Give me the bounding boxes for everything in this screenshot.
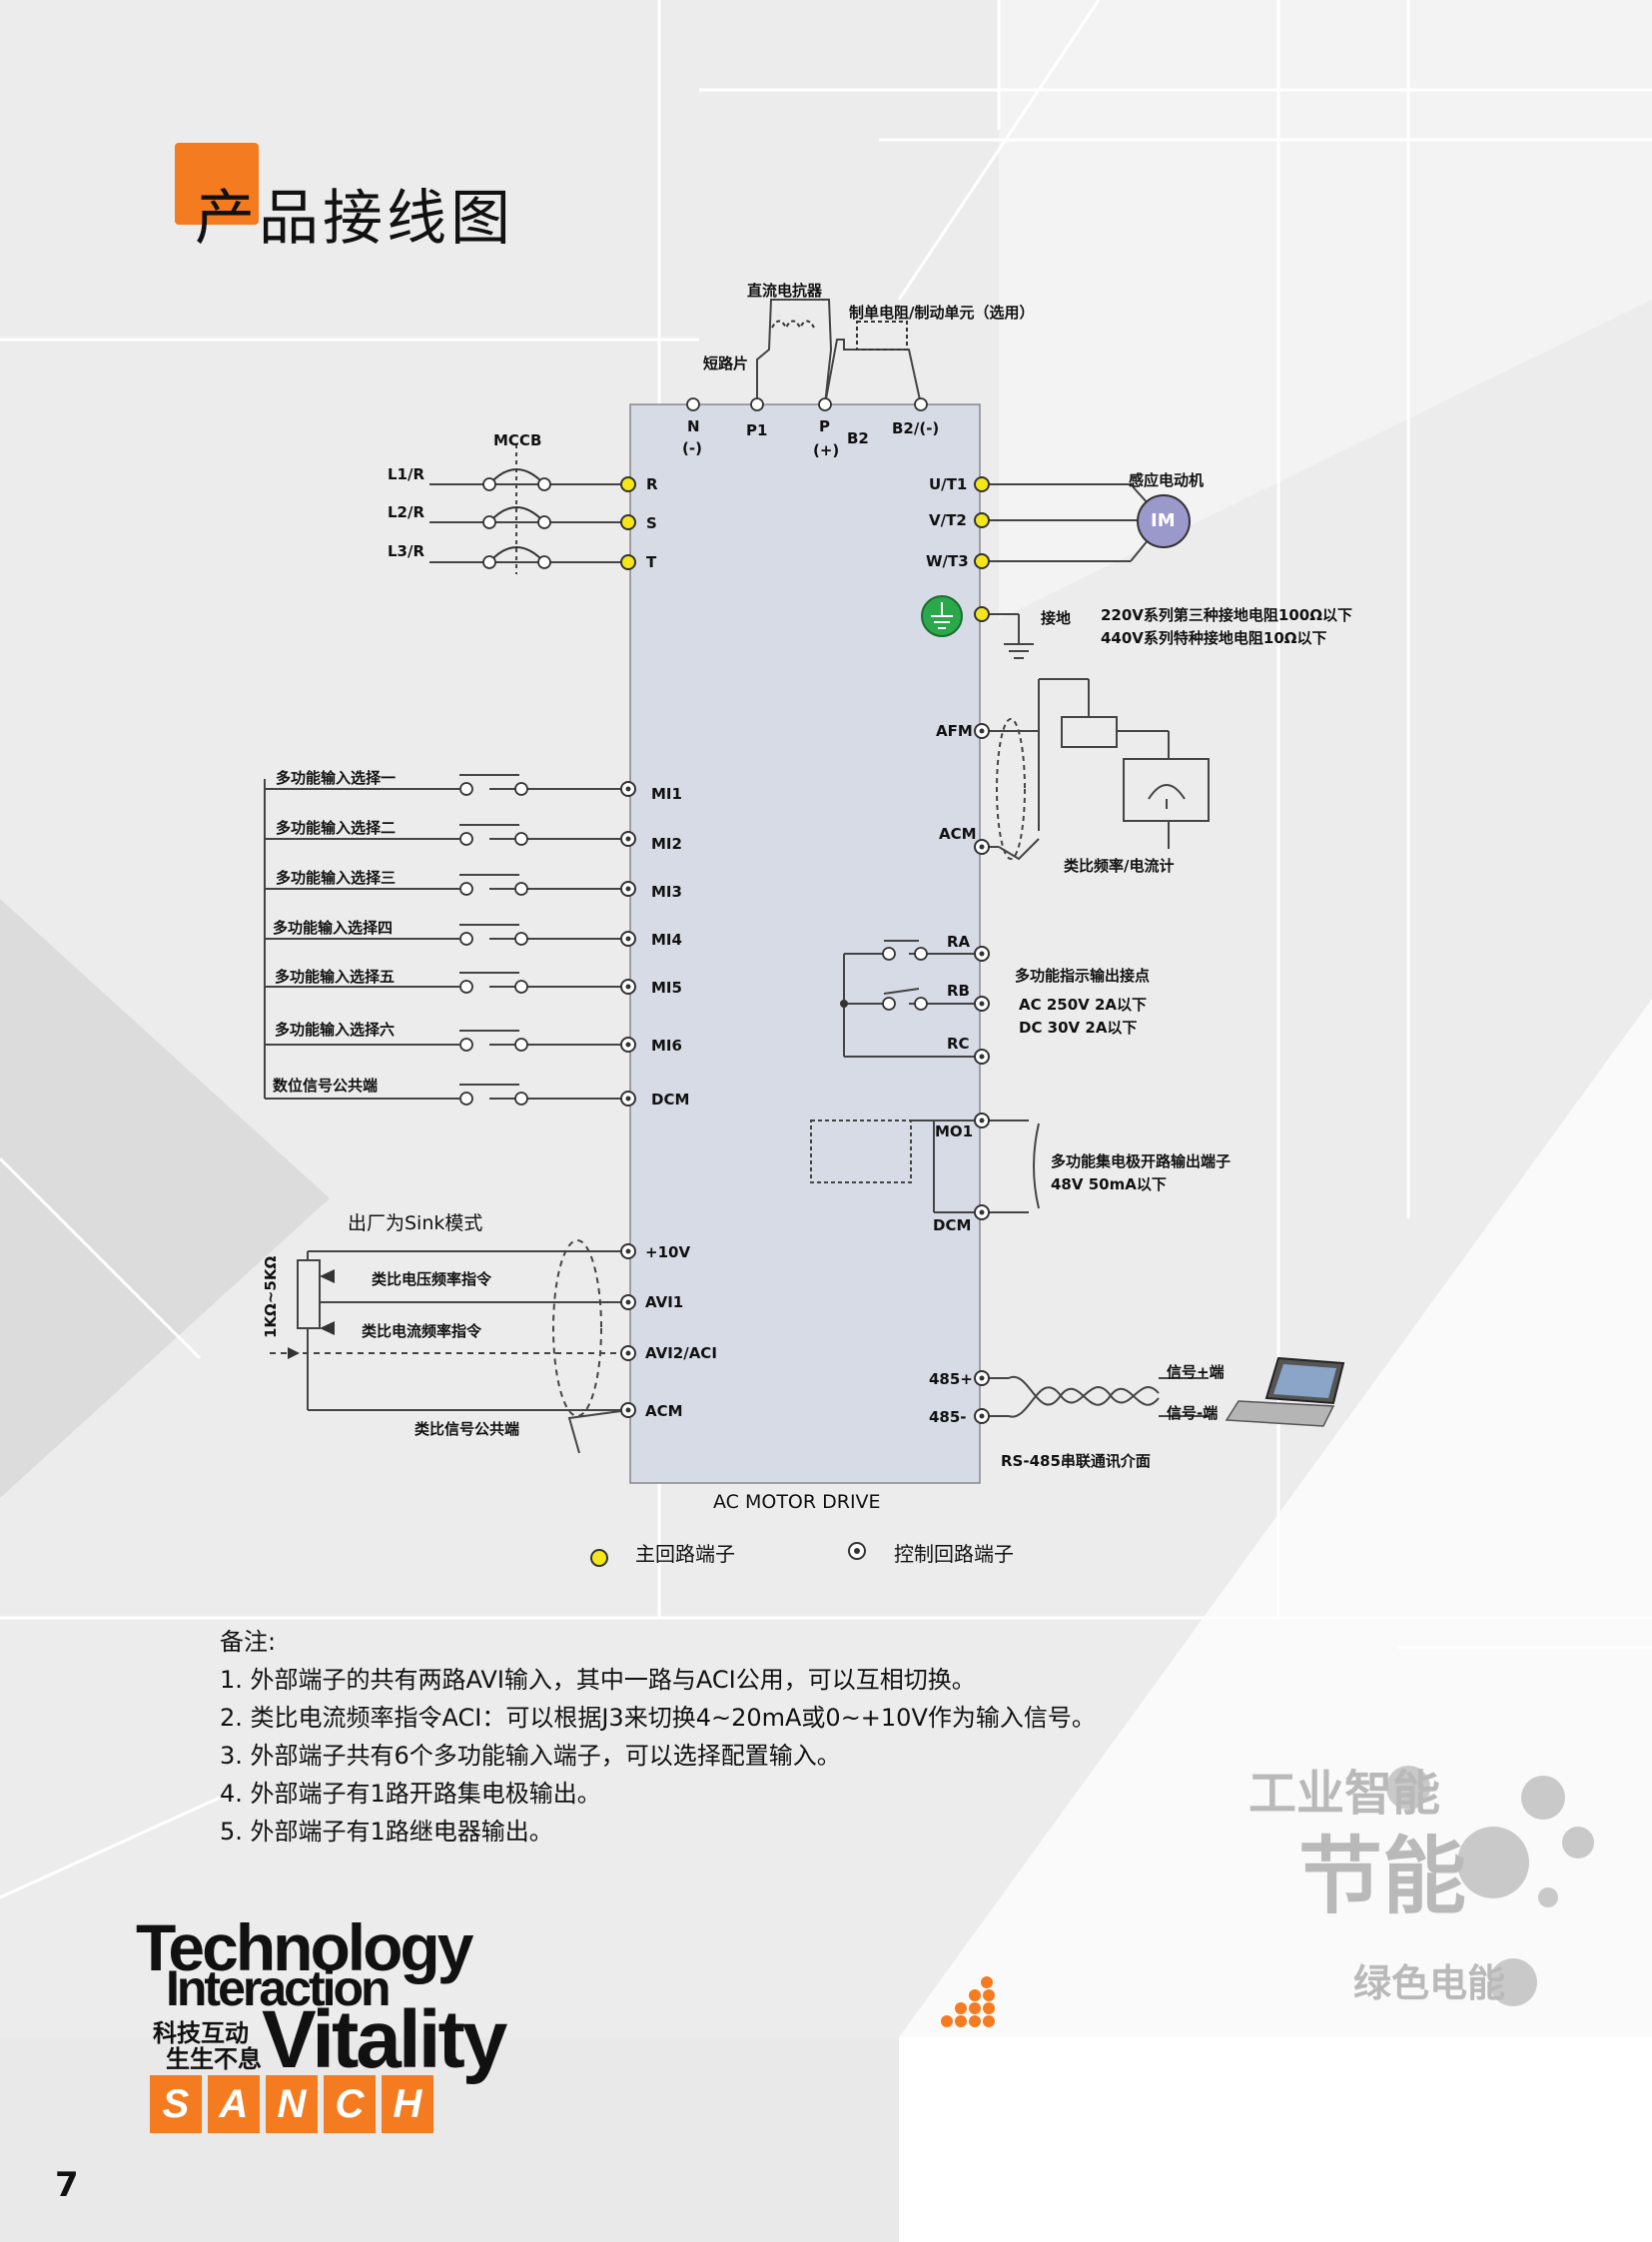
sink-mode-label: 出厂为Sink模式 (348, 1212, 483, 1234)
motor-symbol: IM (1151, 510, 1176, 531)
watermark-3: 绿色电能 (1353, 1961, 1506, 2005)
input-label-3: 多功能输入选择三 (276, 869, 397, 887)
terminal-t: T (646, 553, 657, 571)
terminal-mi3: MI3 (651, 883, 682, 901)
note-item-1: 1. 外部端子的共有两路AVI输入，其中一路与ACI公用，可以互相切换。 (220, 1666, 976, 1694)
aci-label: 类比电流频率指令 (362, 1322, 482, 1340)
terminal-rb: RB (947, 982, 970, 1000)
terminal-485-plus: 485+ (929, 1370, 973, 1388)
line-l1: L1/R (388, 465, 425, 483)
relay-spec-2: DC 30V 2A以下 (1019, 1019, 1138, 1037)
terminal-mi1: MI1 (651, 785, 682, 803)
pot-range-label: 1KΩ~5KΩ (262, 1255, 280, 1338)
relay-label: 多功能指示输出接点 (1015, 967, 1151, 985)
brand-letter: A (208, 2075, 260, 2133)
input-label-dcm: 数位信号公共端 (273, 1077, 379, 1095)
terminal-p: P (819, 417, 830, 435)
legend-control-label: 控制回路端子 (894, 1542, 1014, 1566)
brake-label: 制单电阻/制动单元（选用） (849, 304, 1035, 322)
input-label-6: 多功能输入选择六 (275, 1021, 396, 1039)
terminal-dcm-in: DCM (651, 1091, 690, 1109)
motor-label: 感应电动机 (1129, 471, 1205, 489)
terminal-afm: AFM (936, 722, 973, 740)
terminal-10v: +10V (645, 1243, 691, 1261)
jumper-label: 短路片 (703, 355, 749, 373)
terminal-avi1: AVI1 (645, 1293, 684, 1311)
avi-label: 类比电压频率指令 (372, 1270, 492, 1288)
terminal-p-plus: (+) (813, 441, 840, 459)
slogan-technology: Technology (136, 1910, 473, 1984)
slogan-vitality: Vitality (262, 1994, 507, 2085)
note-item-4: 4. 外部端子有1路开路集电极输出。 (220, 1780, 601, 1808)
page-title: 产品接线图 (195, 184, 514, 254)
terminal-v: V/T2 (929, 511, 967, 529)
terminal-mi4: MI4 (651, 931, 682, 949)
terminal-b2-minus: B2/(-) (892, 419, 940, 437)
laptop-icon (1225, 1356, 1345, 1427)
page-number: 7 (55, 2165, 79, 2205)
drive-panel (629, 403, 981, 1484)
reactor-label: 直流电抗器 (747, 282, 823, 300)
input-label-2: 多功能输入选择二 (276, 819, 397, 837)
legend-main-label: 主回路端子 (635, 1542, 735, 1566)
terminal-r: R (646, 475, 658, 493)
input-label-1: 多功能输入选择一 (276, 769, 397, 787)
terminal-n-minus: (-) (682, 439, 702, 457)
oc-spec: 48V 50mA以下 (1051, 1175, 1167, 1193)
terminal-485-minus: 485- (929, 1408, 967, 1426)
rs485-minus-label: 信号-端 (1167, 1404, 1219, 1422)
terminal-avi2-aci: AVI2/ACI (645, 1344, 717, 1362)
slogan-cn-1: 科技互动 (153, 2019, 249, 2047)
slogan-cn-2: 生生不息 (166, 2045, 262, 2073)
slogan-interaction: Interaction (166, 1960, 392, 2016)
terminal-mo1: MO1 (935, 1122, 974, 1140)
terminal-b2: B2 (847, 429, 869, 447)
notes-heading: 备注: (220, 1628, 277, 1656)
rs485-plus-label: 信号+端 (1167, 1363, 1225, 1381)
rs485-interface-label: RS-485串联通讯介面 (1001, 1452, 1151, 1470)
relay-spec-1: AC 250V 2A以下 (1019, 996, 1148, 1014)
line-l2: L2/R (388, 503, 425, 521)
ground-note-1: 220V系列第三种接地电阻100Ω以下 (1101, 606, 1352, 624)
note-item-5: 5. 外部端子有1路继电器输出。 (220, 1818, 553, 1846)
input-label-5: 多功能输入选择五 (275, 968, 396, 986)
terminal-w: W/T3 (926, 552, 969, 570)
brand-letter: N (266, 2075, 318, 2133)
watermark-1: 工业智能 (1248, 1766, 1441, 1822)
terminal-acm-out: ACM (939, 825, 977, 843)
brand-logo: S A N C H (150, 2075, 433, 2133)
brand-letter: H (382, 2075, 433, 2133)
brand-letter: C (324, 2075, 376, 2133)
terminal-mi5: MI5 (651, 979, 682, 997)
terminal-s: S (646, 514, 657, 532)
terminal-ra: RA (947, 933, 971, 951)
input-label-4: 多功能输入选择四 (273, 919, 394, 937)
terminal-n: N (687, 417, 700, 435)
notes-section: 备注: 1. 外部端子的共有两路AVI输入，其中一路与ACI公用，可以互相切换。… (220, 1623, 1096, 1851)
mccb-label: MCCB (493, 431, 542, 449)
ground-note-2: 440V系列特种接地电阻10Ω以下 (1101, 629, 1327, 647)
note-item-3: 3. 外部端子共有6个多功能输入端子，可以选择配置输入。 (220, 1742, 841, 1770)
terminal-mi2: MI2 (651, 835, 682, 853)
terminal-mi6: MI6 (651, 1037, 682, 1055)
terminal-dcm-out: DCM (933, 1216, 972, 1234)
terminal-rc: RC (947, 1035, 970, 1053)
note-item-2: 2. 类比电流频率指令ACI：可以根据J3来切换4~20mA或0~+10V作为输… (220, 1704, 1096, 1732)
oc-label: 多功能集电极开路输出端子 (1051, 1152, 1232, 1170)
terminal-p1: P1 (746, 421, 768, 439)
title-accent-box (175, 143, 259, 225)
ground-label: 接地 (1041, 609, 1072, 627)
watermark-2: 节能 (1298, 1828, 1467, 1925)
wiring-diagram (264, 299, 1345, 1567)
drive-label: AC MOTOR DRIVE (713, 1491, 881, 1513)
brand-letter: S (150, 2075, 202, 2133)
line-l3: L3/R (388, 542, 425, 560)
terminal-acm-in: ACM (645, 1402, 683, 1420)
analog-common-label: 类比信号公共端 (414, 1420, 520, 1438)
motor-icon (1137, 494, 1191, 548)
meter-label: 类比频率/电流计 (1064, 857, 1175, 875)
terminal-u: U/T1 (929, 475, 968, 493)
